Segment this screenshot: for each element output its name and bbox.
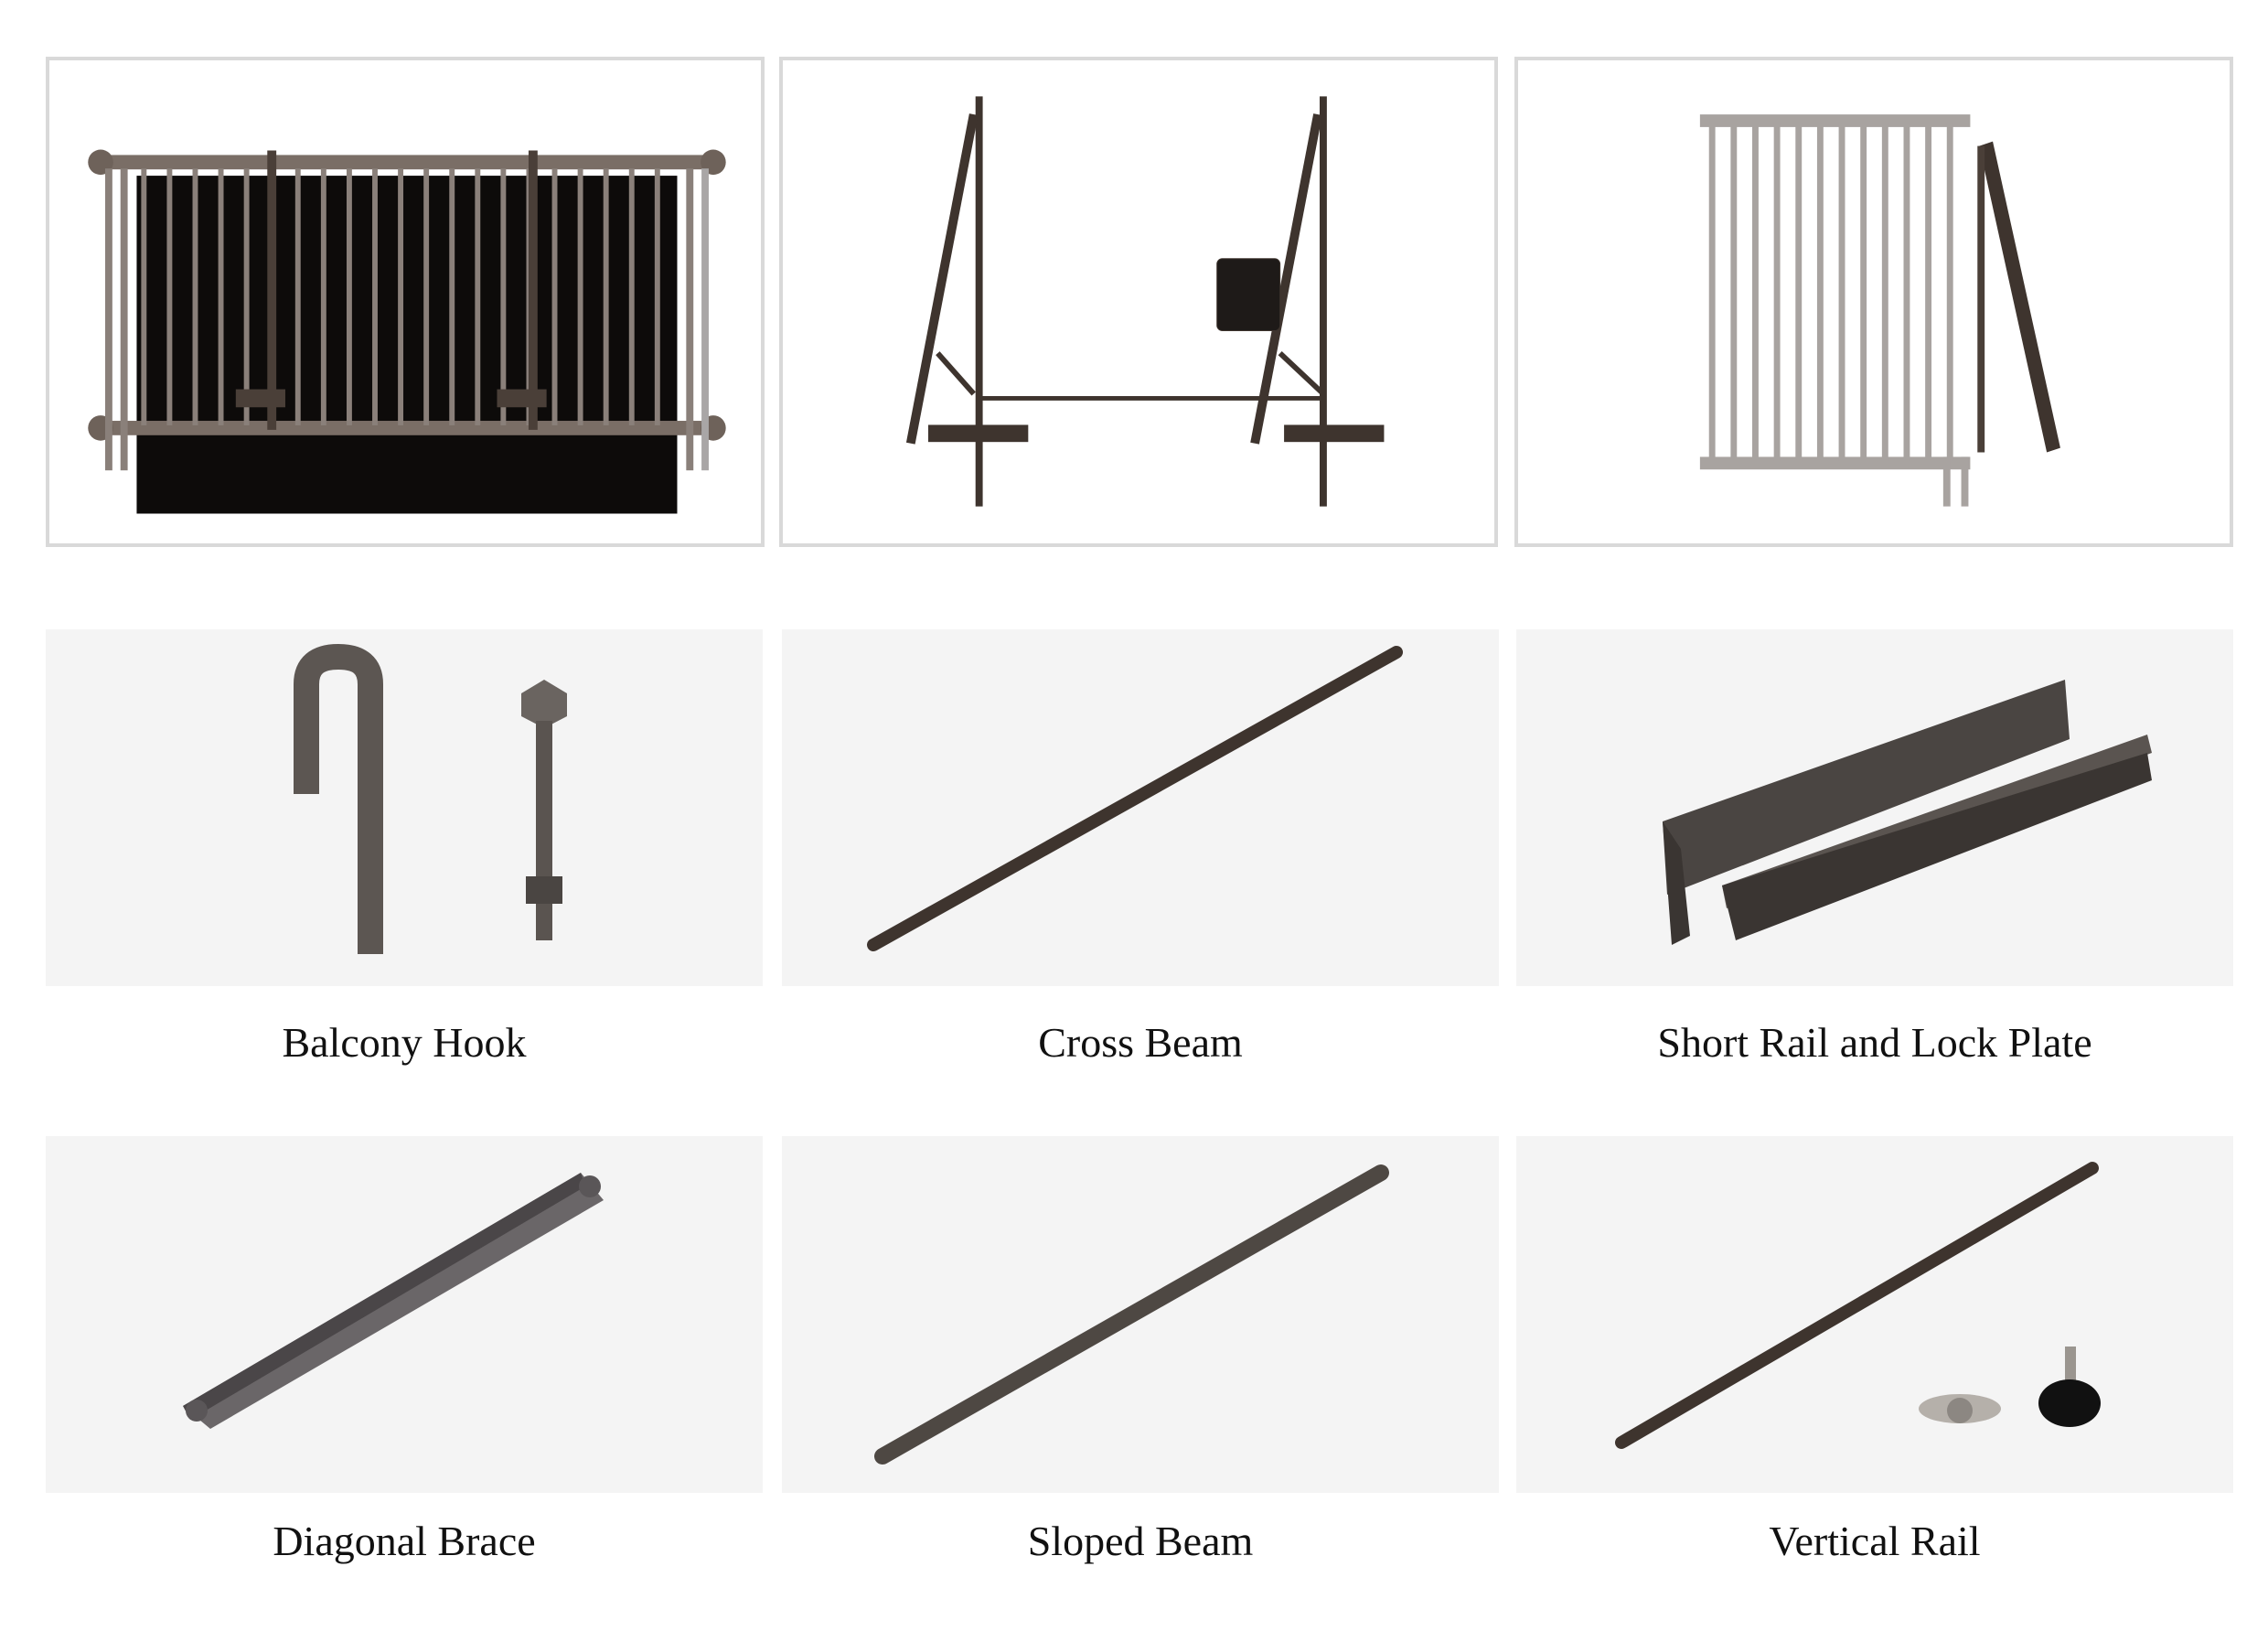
part-image-short-rail-lock-plate: [1516, 629, 2233, 986]
baluster: [166, 168, 173, 425]
baluster: [500, 168, 507, 425]
baluster: [192, 168, 198, 425]
railing-front-illustration: [88, 149, 726, 514]
part-image-cross-beam: [782, 629, 1499, 986]
part-label: Sloped Beam: [1027, 1518, 1254, 1564]
rail-with-knobs-icon: [1615, 1162, 2101, 1449]
baluster: [243, 168, 250, 425]
baluster: [1860, 123, 1867, 462]
part-label: Short Rail and Lock Plate: [1657, 1019, 2092, 1066]
baluster: [1816, 123, 1824, 462]
part-label: Diagonal Brace: [273, 1518, 536, 1564]
baluster: [1881, 123, 1888, 462]
baluster: [1838, 123, 1845, 462]
baluster: [218, 168, 224, 425]
baluster: [1946, 123, 1953, 462]
baluster: [628, 168, 635, 425]
part-image-vertical-rail: [1516, 1136, 2233, 1493]
long-bar-icon: [874, 1164, 1389, 1465]
baluster: [1708, 123, 1716, 462]
baluster: [1730, 123, 1738, 462]
baluster: [372, 168, 378, 425]
part-image-balcony-hook: [46, 629, 763, 986]
baluster: [449, 168, 455, 425]
railing-folded-illustration: [1699, 114, 2060, 507]
baluster: [603, 168, 609, 425]
baluster: [1773, 123, 1781, 462]
long-bar-icon: [867, 646, 1403, 951]
hook-and-bolt-icon: [294, 643, 567, 954]
baluster: [346, 168, 352, 425]
railing-front-view: [46, 57, 765, 547]
baluster: [320, 168, 326, 425]
brace-icon: [183, 1173, 604, 1429]
baluster: [1752, 123, 1759, 462]
railing-folded-view: [1514, 57, 2233, 547]
baluster: [141, 168, 147, 425]
baluster: [294, 168, 301, 425]
baluster: [1925, 123, 1932, 462]
part-label: Balcony Hook: [282, 1019, 527, 1066]
baluster: [398, 168, 404, 425]
bracket-frame-illustration: [905, 96, 1385, 507]
part-label: Vertical Rail: [1769, 1518, 1981, 1564]
baluster: [423, 168, 430, 425]
part-image-diagonal-brace: [46, 1136, 763, 1493]
baluster: [475, 168, 481, 425]
part-label: Cross Beam: [1038, 1019, 1243, 1066]
bracket-frame-view: [779, 57, 1498, 547]
part-image-sloped-beam: [782, 1136, 1499, 1493]
rail-plate-icon: [1663, 680, 2152, 945]
baluster: [1903, 123, 1910, 462]
baluster: [551, 168, 558, 425]
baluster: [654, 168, 660, 425]
baluster: [577, 168, 583, 425]
baluster: [1795, 123, 1803, 462]
